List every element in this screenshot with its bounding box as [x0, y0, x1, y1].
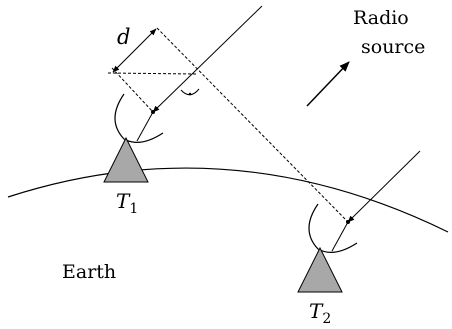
right-angle-dot: [188, 92, 192, 96]
path-difference-line: [156, 27, 349, 223]
telescope-1-dish: [114, 93, 164, 143]
telescope-2-focus: [346, 220, 350, 224]
wavefront-segment: [111, 67, 154, 113]
source-label-line1: Radio: [353, 7, 409, 29]
earth-surface: [7, 167, 449, 233]
earth-label: Earth: [62, 261, 116, 283]
wavefront-line: [107, 72, 197, 75]
telescope-2-label: T2: [309, 299, 331, 327]
source-direction-arrow: [306, 61, 350, 107]
telescope-2-mount: [331, 221, 349, 252]
wave-ray-1: [152, 5, 263, 113]
wave-ray-2: [347, 150, 421, 223]
distance-arrow: [112, 28, 157, 73]
telescope-1-label: T1: [116, 189, 138, 217]
telescope-1-mount: [136, 111, 154, 142]
distance-label: d: [117, 25, 130, 49]
telescope-2-base: [297, 246, 343, 293]
source-label-line2: source: [361, 36, 425, 58]
telescope-2-dish: [308, 203, 358, 253]
telescope-1-base: [103, 136, 149, 183]
telescope-1-focus: [151, 110, 155, 114]
